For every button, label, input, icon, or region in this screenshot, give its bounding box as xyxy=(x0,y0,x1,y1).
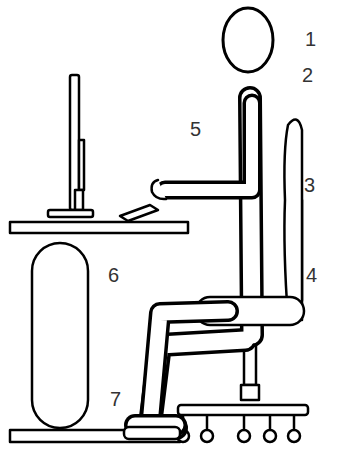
desk-leg xyxy=(32,243,88,428)
callout-number: 4 xyxy=(306,264,317,286)
callout-number: 3 xyxy=(304,174,315,196)
callout-number: 5 xyxy=(190,118,201,140)
chair-wheel xyxy=(264,430,276,442)
monitor-neck xyxy=(75,190,83,210)
chair-wheel xyxy=(238,430,250,442)
monitor-base xyxy=(48,210,93,217)
chair-post-sleeve xyxy=(241,385,259,400)
callout-number: 7 xyxy=(110,388,121,410)
chair-backrest xyxy=(284,120,302,318)
monitor-back xyxy=(79,140,84,190)
chair-wheel xyxy=(201,430,213,442)
callout-number: 1 xyxy=(305,28,316,50)
callout-number: 6 xyxy=(108,264,119,286)
head xyxy=(223,8,273,72)
chair-base xyxy=(178,405,308,415)
footrest xyxy=(124,427,180,439)
hand xyxy=(152,180,166,199)
callout-number: 2 xyxy=(302,64,313,86)
keyboard xyxy=(120,205,158,221)
seated-person xyxy=(124,8,304,439)
desk-top xyxy=(10,222,188,233)
chair-wheel xyxy=(288,430,300,442)
